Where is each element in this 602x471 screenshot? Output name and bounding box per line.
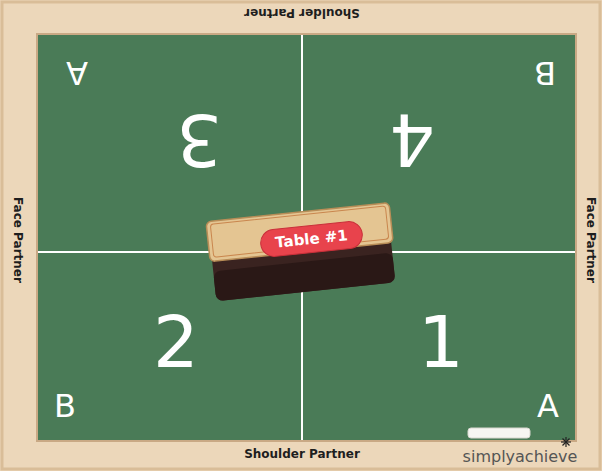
- table-label: Table #1: [274, 226, 348, 252]
- partner-label: Shoulder Partner: [244, 448, 360, 460]
- seat-letter: B: [54, 390, 76, 422]
- seat-letter: A: [66, 57, 88, 89]
- seat-letter: B: [534, 57, 556, 89]
- partner-label: Face Partner: [585, 197, 597, 283]
- eraser-wood: [206, 203, 393, 262]
- eraser: [206, 203, 397, 302]
- logo-asterisk: [561, 437, 571, 447]
- seat-number: 3: [176, 104, 222, 176]
- partner-label: Face Partner: [12, 197, 24, 283]
- partner-label: Shoulder Partner: [244, 7, 360, 19]
- seat-number: 1: [418, 306, 464, 378]
- seat-number: 4: [389, 104, 435, 176]
- green-board: [38, 35, 575, 440]
- eraser-felt-shade: [213, 253, 395, 302]
- logo-text: simplyachieve: [463, 449, 578, 465]
- seat-number: 2: [153, 306, 199, 378]
- chalk-piece: [468, 428, 530, 438]
- frame-inner-edge: [36, 33, 577, 442]
- seat-letter: A: [537, 390, 559, 422]
